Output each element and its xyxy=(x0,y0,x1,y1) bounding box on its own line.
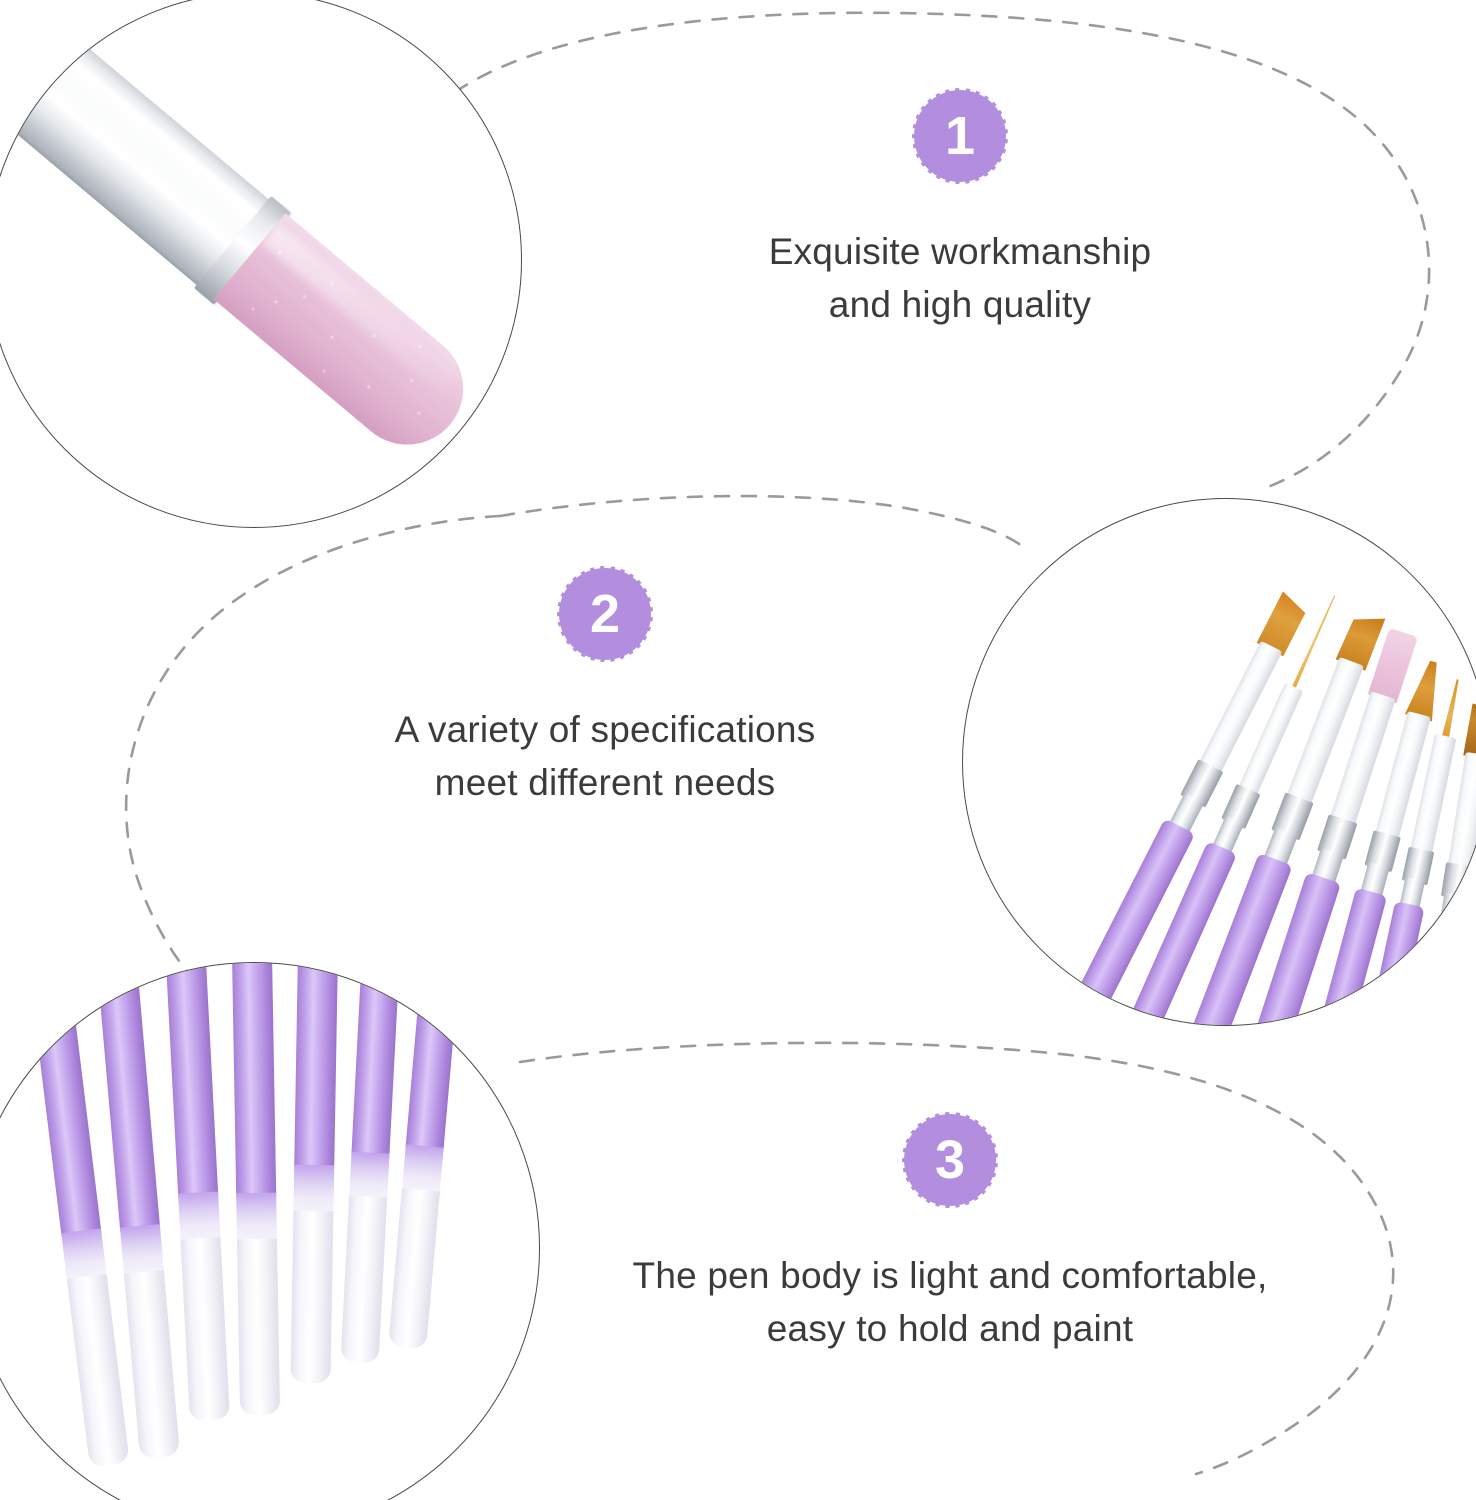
feature-caption-1: Exquisite workmanship and high quality xyxy=(768,231,1152,325)
brush-set-illustration xyxy=(963,499,1476,1025)
pen-4-purple xyxy=(231,963,277,1198)
pen-6-fade xyxy=(349,1151,390,1202)
drill-bit-image xyxy=(0,0,521,527)
pen-7-purple xyxy=(405,963,465,1152)
photo-pen-handles xyxy=(0,962,540,1500)
pen-handle-4 xyxy=(231,963,281,1457)
pen-5-clear-tip xyxy=(290,1210,334,1384)
photo-drill-bit-closeup xyxy=(0,0,522,528)
feature-caption-2: A variety of specifications meet differe… xyxy=(394,709,816,803)
feature-caption-3: The pen body is light and comfortable, e… xyxy=(632,1255,1268,1349)
pen-3-fade xyxy=(178,1191,221,1244)
pen-3-clear-tip xyxy=(180,1237,230,1422)
feature-block-1: 1 Exquisite workmanship and high quality xyxy=(700,88,1220,331)
drill-bit-pink-head xyxy=(213,213,487,468)
pen-6-clear-tip xyxy=(340,1195,388,1364)
drill-bit-illustration xyxy=(0,0,521,513)
pen-7-clear-tip xyxy=(388,1188,440,1349)
pen-4-clear-tip xyxy=(236,1238,281,1416)
pen-2-clear-tip xyxy=(123,1269,180,1459)
feature-block-3: 3 The pen body is light and comfortable,… xyxy=(605,1112,1295,1355)
photo-brush-set xyxy=(962,498,1476,1026)
pen-5-fade xyxy=(293,1164,335,1216)
pen-handles-image xyxy=(0,963,539,1500)
feature-block-2: 2 A variety of specifications meet diffe… xyxy=(345,566,865,809)
pen-1-purple xyxy=(25,963,102,1238)
dashed-blob-2-upper xyxy=(498,494,1024,548)
pen-2-purple xyxy=(93,963,161,1232)
feature-badge-3: 3 xyxy=(902,1112,998,1208)
feature-badge-2: 2 xyxy=(557,566,653,662)
pen-6-purple xyxy=(351,963,403,1158)
pen-handle-5 xyxy=(289,963,339,1453)
dashed-blob-2 xyxy=(124,514,502,1018)
pen-1-clear-tip xyxy=(66,1274,130,1468)
pen-handles-illustration xyxy=(0,963,539,1500)
dashed-blob-3 xyxy=(518,1041,1395,1476)
pen-3-purple xyxy=(163,963,219,1198)
brush-set-image xyxy=(963,499,1476,1025)
pen-4-fade xyxy=(236,1192,278,1244)
drill-bit-sparkle-texture xyxy=(213,213,487,468)
pen-5-purple xyxy=(294,963,339,1170)
feature-badge-1: 1 xyxy=(912,88,1008,184)
